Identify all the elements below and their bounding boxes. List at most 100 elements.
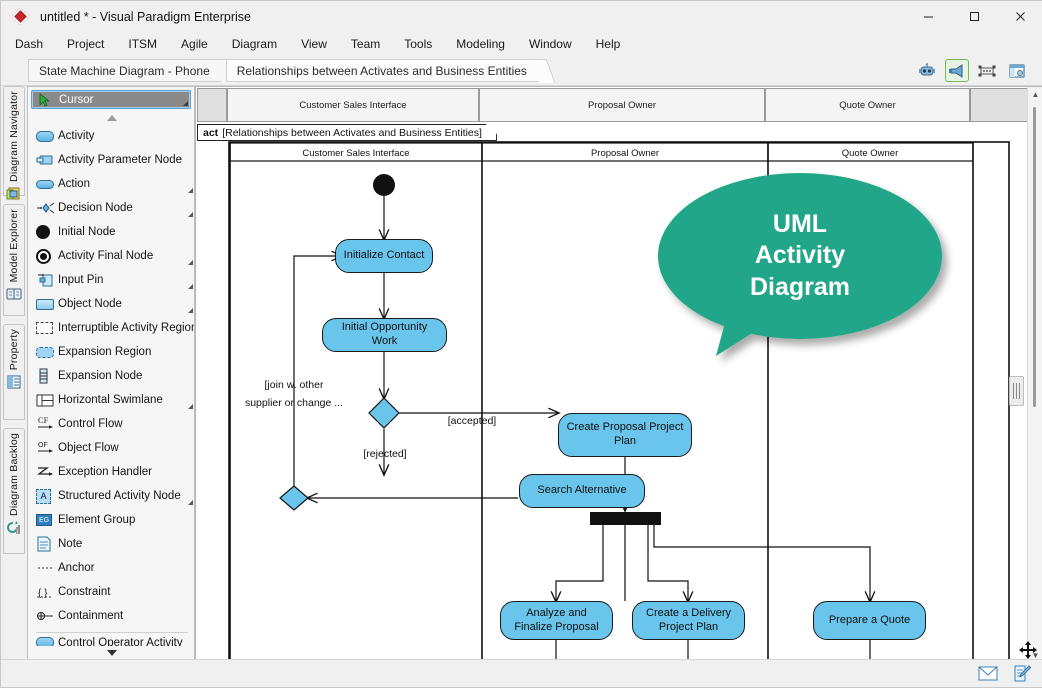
scrollbar-thumb[interactable] [1033, 107, 1036, 407]
menu-team[interactable]: Team [350, 37, 381, 51]
palette-item-containment[interactable]: Containment [28, 604, 194, 628]
palette-item-structured-activity-node[interactable]: A Structured Activity Node [28, 484, 194, 508]
menu-bar: Dash Project ITSM Agile Diagram View Tea… [1, 32, 1042, 56]
breadcrumb-item-current[interactable]: Relationships between Activates and Busi… [225, 59, 543, 82]
palette-item-action[interactable]: Action [28, 172, 194, 196]
object-flow-icon: OF [36, 439, 58, 457]
menu-view[interactable]: View [301, 37, 327, 51]
palette-submenu-arrow[interactable] [183, 101, 188, 106]
palette-item-control-flow[interactable]: CF Control Flow [28, 412, 194, 436]
menu-dash[interactable]: Dash [15, 37, 44, 51]
palette-item-horizontal-swimlane[interactable]: Horizontal Swimlane [28, 388, 194, 412]
palette-item-element-group[interactable]: EG Element Group [28, 508, 194, 532]
activity-node-create-a-delivery-project-plan[interactable]: Create a Delivery Project Plan [632, 601, 745, 640]
note-edit-icon[interactable] [1009, 664, 1035, 684]
svg-text:CF: CF [38, 416, 49, 425]
palette-item-expansion-region[interactable]: Expansion Region [28, 340, 194, 364]
palette-item-interruptible-activity-region[interactable]: Interruptible Activity Region [28, 316, 194, 340]
palette-item-activity-parameter-node[interactable]: Activity Parameter Node [28, 148, 194, 172]
palette-item-cursor[interactable]: Cursor [31, 90, 191, 109]
activity-node-initialize-contact[interactable]: Initialize Contact [335, 239, 433, 273]
sidebar-tab-diagram-backlog[interactable]: Diagram Backlog [3, 428, 25, 554]
control-flow-icon: CF [36, 415, 58, 433]
palette-item-exception-handler[interactable]: Exception Handler [28, 460, 194, 484]
megaphone-announce-icon[interactable] [945, 59, 969, 82]
palette-item-label: Element Group [58, 514, 136, 526]
svg-text:Proposal Owner: Proposal Owner [591, 148, 659, 159]
diagram-canvas-area[interactable]: Customer Sales Interface Proposal Owner … [195, 86, 1042, 661]
sidebar-tab-diagram-navigator[interactable]: Diagram Navigator [3, 86, 25, 200]
sidebar-tab-model-explorer[interactable]: Model Explorer [3, 204, 25, 316]
palette-submenu-arrow[interactable] [188, 260, 193, 265]
activity-node-search-alternative[interactable]: Search Alternative [519, 474, 645, 508]
activity-icon [36, 127, 58, 145]
palette-item-object-flow[interactable]: OF Object Flow [28, 436, 194, 460]
menu-tools[interactable]: Tools [404, 37, 433, 51]
palette-divider [36, 632, 188, 633]
diagram-frame-label: act [Relationships between Activates and… [197, 124, 497, 141]
panel-splitter-grip[interactable] [1009, 376, 1024, 406]
menu-window[interactable]: Window [528, 37, 572, 51]
diagram-vertical-scrollbar[interactable]: ▲ ▼ [1027, 87, 1042, 660]
breadcrumb-item-diagram[interactable]: State Machine Diagram - Phone [28, 59, 226, 82]
palette-item-object-node[interactable]: Object Node [28, 292, 194, 316]
palette-submenu-arrow[interactable] [188, 284, 193, 289]
menu-project[interactable]: Project [67, 37, 105, 51]
palette-item-initial-node[interactable]: Initial Node [28, 220, 194, 244]
palette-submenu-arrow[interactable] [188, 500, 193, 505]
breadcrumb: State Machine Diagram - Phone Relationsh… [28, 59, 543, 82]
close-button[interactable] [997, 1, 1042, 32]
palette-item-input-pin[interactable]: Input Pin [28, 268, 194, 292]
activity-node-prepare-a-quote[interactable]: Prepare a Quote [813, 601, 926, 640]
palette-item-decision-node[interactable]: Decision Node [28, 196, 194, 220]
activity-node-create-proposal-project-plan[interactable]: Create Proposal Project Plan [558, 413, 692, 457]
swimlane-header-customer-sales-interface[interactable]: Customer Sales Interface [227, 88, 479, 122]
palette-item-label: Decision Node [58, 202, 133, 214]
swimlane-header-proposal-owner[interactable]: Proposal Owner [479, 88, 765, 122]
palette-item-label: Activity [58, 130, 95, 142]
maximize-button[interactable] [951, 1, 997, 32]
scroll-up-arrow[interactable]: ▲ [1031, 89, 1040, 99]
sidebar-tab-property[interactable]: Property [3, 324, 25, 420]
menu-itsm[interactable]: ITSM [128, 37, 158, 51]
palette-item-anchor[interactable]: Anchor [28, 556, 194, 580]
palette-item-label: Cursor [59, 93, 94, 106]
palette-item-note[interactable]: Note [28, 532, 194, 556]
palette-submenu-arrow[interactable] [188, 188, 193, 193]
resize-selection-icon[interactable] [975, 59, 999, 82]
menu-diagram[interactable]: Diagram [231, 37, 278, 51]
palette-item-label: Activity Final Node [58, 250, 154, 262]
palette-scroll-up[interactable] [28, 111, 194, 124]
palette-scroll-down[interactable] [28, 646, 194, 660]
menu-agile[interactable]: Agile [181, 37, 208, 51]
svg-text:[accepted]: [accepted] [448, 415, 497, 427]
activity-node-initial-opportunity-work[interactable]: Initial Opportunity Work [322, 318, 447, 352]
panel-layout-icon[interactable] [1005, 59, 1029, 82]
palette-item-constraint[interactable]: { } Constraint [28, 580, 194, 604]
svg-text:[join w. other: [join w. other [265, 379, 324, 391]
palette-item-expansion-node[interactable]: Expansion Node [28, 364, 194, 388]
menu-help[interactable]: Help [595, 37, 621, 51]
palette-item-activity-final-node[interactable]: Activity Final Node [28, 244, 194, 268]
palette-submenu-arrow[interactable] [188, 212, 193, 217]
palette-submenu-arrow[interactable] [188, 404, 193, 409]
palette-submenu-arrow[interactable] [188, 308, 193, 313]
scroll-down-arrow[interactable]: ▼ [1031, 650, 1040, 660]
swimlane-header-quote-owner[interactable]: Quote Owner [765, 88, 970, 122]
bot-assistant-icon[interactable] [915, 59, 939, 82]
object-node-icon [36, 295, 58, 313]
sidebar-tab-label: Diagram Navigator [8, 91, 20, 182]
minimize-button[interactable] [905, 1, 951, 32]
status-bar [1, 659, 1042, 687]
window-title: untitled * - Visual Paradigm Enterprise [40, 9, 251, 24]
mail-envelope-icon[interactable] [975, 664, 1001, 684]
callout-uml-activity-diagram: UML Activity Diagram [658, 176, 942, 336]
breadcrumb-bar: State Machine Diagram - Phone Relationsh… [1, 56, 1042, 86]
diagram-canvas[interactable]: Customer Sales Interface Proposal Owner … [196, 141, 1042, 660]
swimlane-header-spare-cell [970, 88, 1029, 122]
menu-modeling[interactable]: Modeling [456, 37, 505, 51]
structured-activity-node-icon: A [36, 487, 58, 505]
element-group-icon: EG [36, 511, 58, 529]
palette-item-activity[interactable]: Activity [28, 124, 194, 148]
activity-node-analyze-and-finalize-proposal[interactable]: Analyze and Finalize Proposal [500, 601, 613, 640]
